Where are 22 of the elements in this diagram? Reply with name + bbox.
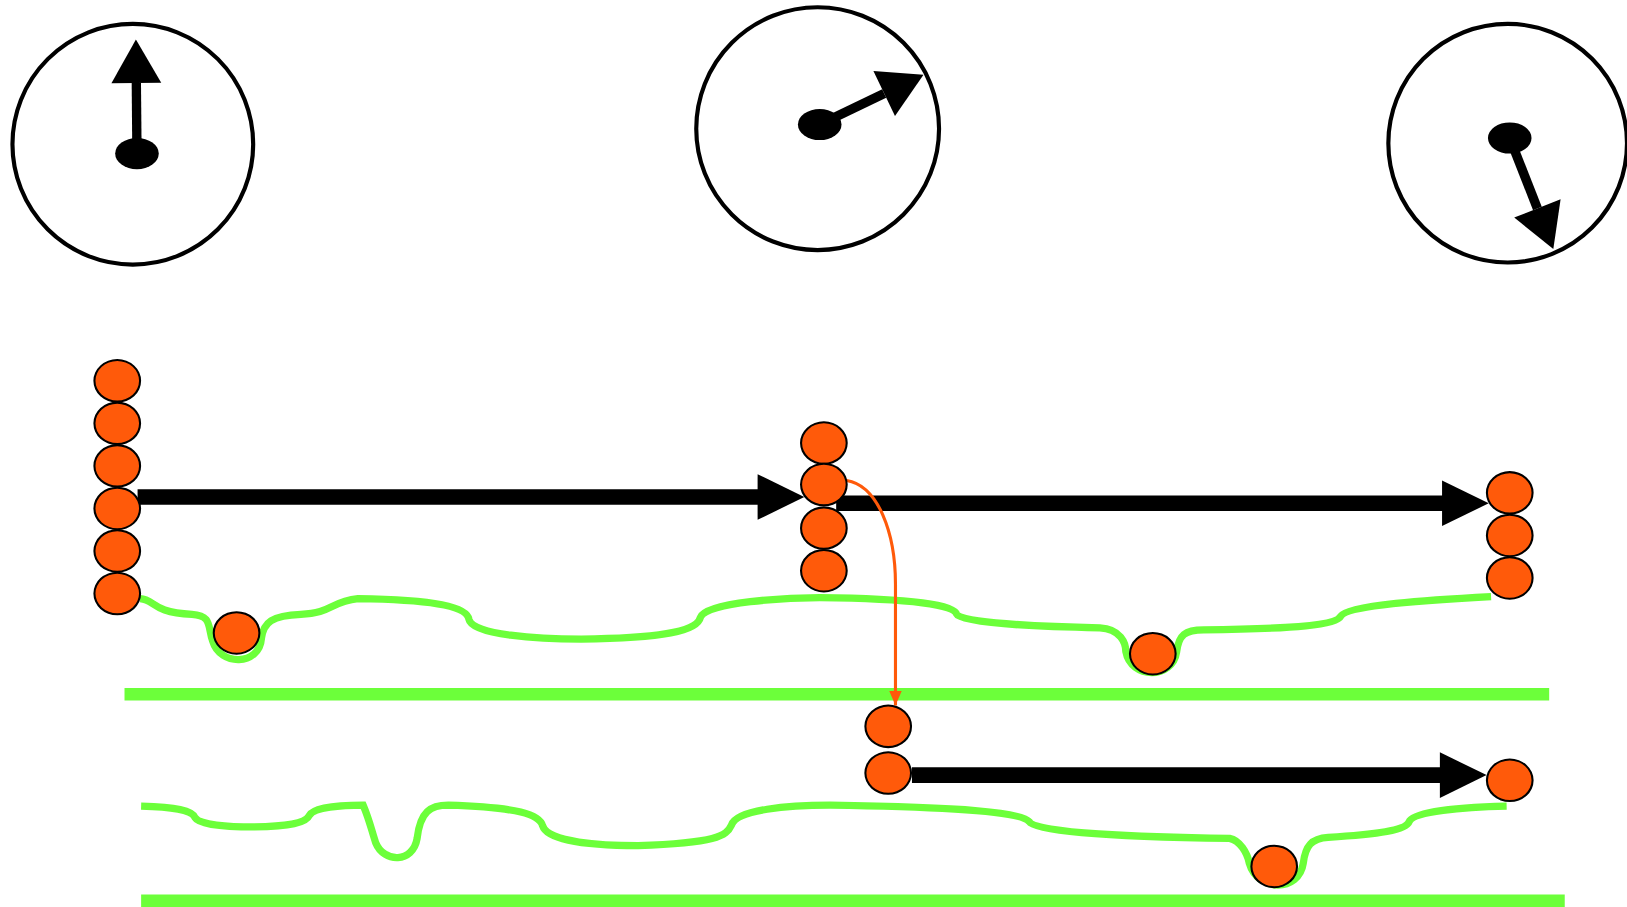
ball (93, 571, 142, 616)
ball (93, 529, 142, 573)
ball (93, 401, 142, 446)
ball (800, 421, 848, 465)
ball (1128, 631, 1177, 676)
ball (93, 444, 142, 488)
ball (93, 486, 142, 531)
arrow (836, 480, 1489, 527)
ball (1485, 513, 1534, 558)
ball (1485, 556, 1534, 600)
arrow (846, 478, 902, 706)
ball (800, 462, 848, 507)
ball (1485, 471, 1534, 515)
ball (1250, 844, 1299, 889)
ball (800, 506, 848, 550)
ball (1485, 758, 1534, 803)
arrow (911, 752, 1487, 798)
ball (864, 751, 913, 795)
ball (93, 359, 142, 403)
ball (800, 548, 848, 593)
ball (212, 611, 261, 655)
arrow (137, 474, 805, 520)
